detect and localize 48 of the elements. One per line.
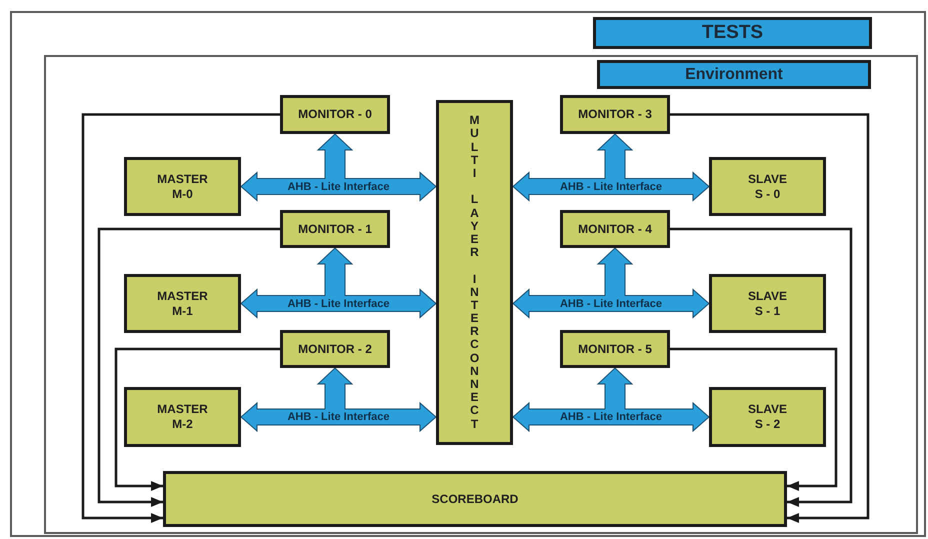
component-box — [560, 210, 670, 248]
box-label: SLAVE S - 0 — [746, 172, 788, 202]
component-box — [560, 95, 670, 134]
box-label: SCOREBOARD — [432, 492, 518, 506]
box-label: MONITOR - 5 — [578, 342, 652, 356]
component-box — [560, 330, 670, 368]
component-box — [124, 157, 241, 216]
component-box — [709, 387, 826, 447]
box-label: MONITOR - 1 — [298, 222, 372, 236]
interconnect-box — [436, 100, 513, 445]
bus-arrow — [240, 247, 437, 319]
title-bar: Environment — [597, 60, 871, 89]
bus-arrow — [240, 133, 437, 202]
connector-arrow — [98, 228, 280, 507]
connector-arrow — [82, 113, 280, 523]
box-label: MASTER M-0 — [156, 172, 209, 202]
connector-arrow — [670, 113, 870, 523]
bus-arrow — [512, 247, 710, 319]
component-box — [709, 157, 826, 216]
box-label: MONITOR - 2 — [298, 342, 372, 356]
component-box — [124, 387, 241, 447]
bus-arrow — [240, 367, 437, 432]
box-label: MASTER M-2 — [156, 402, 209, 432]
edge-label: AHB - Lite Interface — [287, 410, 390, 425]
edge-label: AHB - Lite Interface — [560, 180, 662, 194]
vertical-label: MULTI LAYER INTERCONNECT — [468, 114, 480, 431]
connector-arrow — [670, 228, 852, 507]
box-label: MASTER M-1 — [156, 288, 209, 318]
box-label: MONITOR - 4 — [578, 222, 652, 236]
edge-label: AHB - Lite Interface — [287, 180, 390, 194]
component-box — [280, 95, 390, 134]
box-label: MONITOR - 3 — [578, 107, 652, 122]
scoreboard-box — [163, 471, 787, 527]
edge-label: AHB - Lite Interface — [287, 296, 390, 312]
connector-arrow — [670, 348, 838, 491]
component-box — [280, 330, 390, 368]
component-box — [124, 274, 241, 333]
box-label: SLAVE S - 2 — [746, 402, 788, 432]
component-box — [709, 274, 826, 333]
bus-arrow — [512, 367, 710, 432]
component-box — [280, 210, 390, 248]
bus-arrow — [512, 133, 710, 202]
title-bar: TESTS — [593, 17, 872, 49]
connector-arrow — [114, 348, 280, 491]
edge-label: AHB - Lite Interface — [560, 296, 662, 312]
edge-label: AHB - Lite Interface — [560, 410, 662, 425]
box-label: SLAVE S - 1 — [746, 288, 788, 318]
box-label: MONITOR - 0 — [298, 107, 372, 122]
